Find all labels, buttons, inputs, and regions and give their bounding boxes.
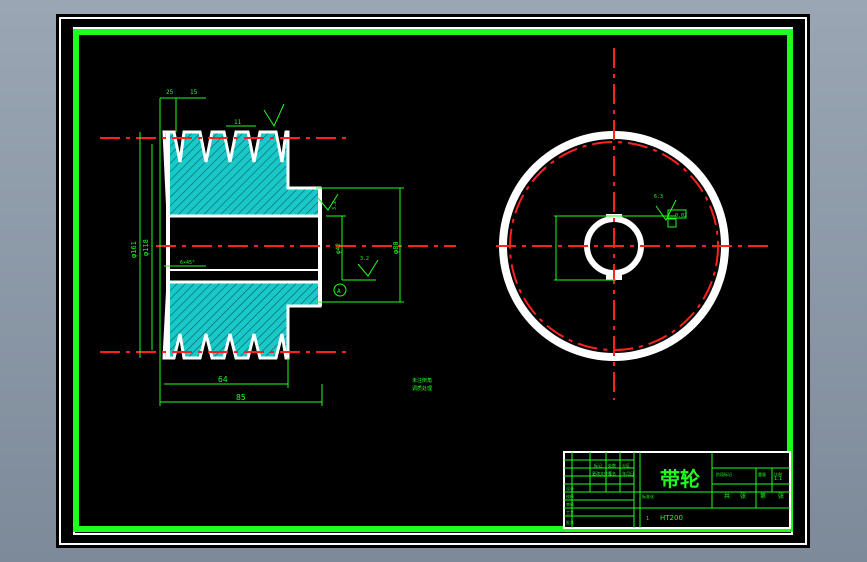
section-bottom-hatch: [162, 280, 322, 360]
roughness-symbols: [263, 103, 379, 297]
dimensions-right: [554, 199, 687, 281]
scale: 1:1: [774, 476, 782, 482]
tb-std: 标准化: [642, 493, 654, 499]
material: HT200: [660, 514, 683, 522]
tb-left-4: 批准: [566, 519, 574, 525]
dimensions-left: [139, 97, 404, 406]
tb-sheet-2: 第: [760, 492, 766, 500]
drawing-sheet: 85 64 15 25 11 φ161 φ118 φ80 φ42 6×45° 3…: [56, 14, 810, 548]
rough-label-2: 3.2: [332, 201, 338, 210]
tb-row1-5: 年月日: [622, 470, 634, 476]
tb-row1-2: 分区: [622, 462, 630, 468]
tb-row1-0: 标记: [594, 462, 602, 468]
tb-left-3: 工艺: [566, 510, 574, 515]
tb-row1-4: 签名: [608, 470, 616, 476]
dim-groove-width: 11: [234, 119, 242, 126]
green-frame: [73, 29, 793, 532]
dim-total-width: 85: [236, 393, 246, 402]
dim-key-label: 6×45°: [180, 260, 195, 266]
tolerance-label: 0.02: [675, 213, 687, 219]
tb-stage: 阶段标记: [716, 471, 732, 477]
tb-quantity: 1: [646, 516, 649, 522]
tb-sheet-3: 张: [778, 492, 784, 500]
tb-row1-1: 处数: [608, 462, 616, 468]
tb-left-2: 审核: [566, 501, 574, 507]
tb-left-0: 设计: [566, 485, 574, 491]
dim-top-width: 25: [166, 89, 174, 96]
dim-bore-dia: φ42: [335, 243, 342, 254]
tb-sheet-0: 共: [724, 492, 730, 500]
outer-border: [59, 17, 807, 545]
tb-left-1: 校核: [566, 493, 574, 499]
dim-outer-dia: φ161: [130, 241, 138, 258]
front-view: 6.3 0.02: [496, 48, 772, 400]
note-2: 调质处理: [412, 385, 432, 392]
dim-inner-dia: φ118: [142, 239, 150, 256]
rough-label-3: 6.3: [654, 194, 663, 200]
section-top-hatch: [162, 130, 322, 218]
note-1: 未注倒角: [412, 377, 432, 384]
bore: [166, 214, 322, 284]
rough-label-1: 3.2: [360, 256, 369, 262]
tb-ratio: 比例: [774, 471, 782, 477]
part-title: 带轮: [660, 467, 700, 491]
cad-drawing: 85 64 15 25 11 φ161 φ118 φ80 φ42 6×45° 3…: [59, 17, 807, 545]
title-block: 带轮 HT200 1:1 标记 处数 分区 更改文件号 签名 年月日 设计 校核…: [563, 451, 791, 529]
section-view: 85 64 15 25 11 φ161 φ118 φ80 φ42 6×45° 3…: [100, 89, 456, 406]
tb-sheet-1: 张: [740, 492, 746, 500]
datum-label: A: [337, 288, 341, 295]
dim-hub-dia: φ80: [392, 241, 400, 254]
tb-row1-3: 更改文件号: [592, 470, 612, 476]
dim-groove-span: 64: [218, 375, 228, 384]
dim-pitch: 15: [190, 89, 198, 96]
tb-weight: 重量: [758, 471, 766, 477]
